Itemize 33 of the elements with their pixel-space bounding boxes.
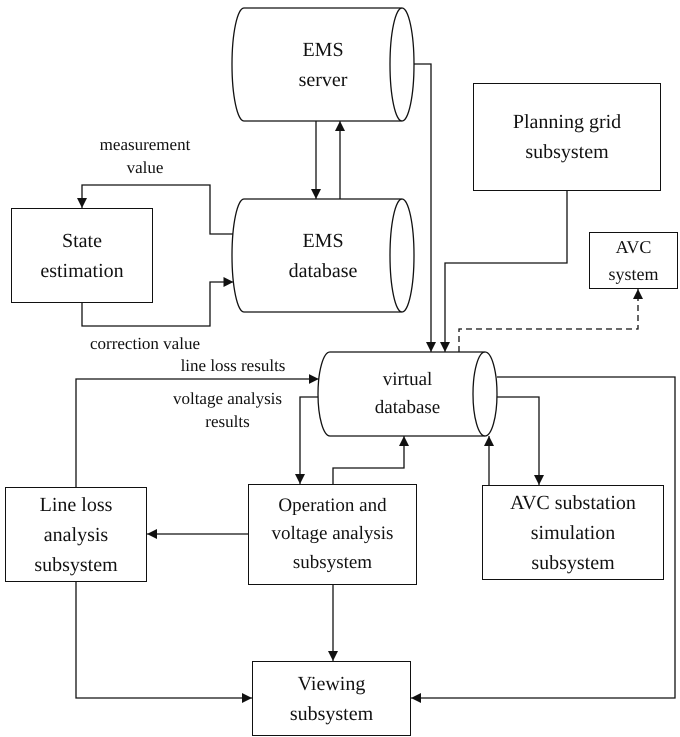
arrow <box>77 184 233 235</box>
process-box <box>473 83 661 191</box>
node-label: EMS database <box>288 228 358 284</box>
arrow <box>81 277 234 327</box>
node-label: State estimation <box>39 228 125 284</box>
process-box <box>252 661 411 736</box>
arrow <box>497 396 544 485</box>
arrow <box>335 121 345 199</box>
arrow <box>414 63 436 352</box>
node-label: AVC substation simulation subsystem <box>509 490 637 576</box>
process-box <box>482 485 664 580</box>
arrow <box>458 289 643 352</box>
node-label: Viewing subsystem <box>288 672 374 726</box>
arrow <box>311 121 321 199</box>
arrow <box>328 585 338 661</box>
arrow <box>75 374 319 487</box>
node-label: virtual database <box>374 368 442 420</box>
arrow <box>484 436 494 485</box>
arrow <box>295 396 318 484</box>
process-box <box>5 487 147 582</box>
node-label: EMS server <box>298 38 348 92</box>
process-box <box>589 232 678 289</box>
node-label: Planning grid subsystem <box>512 110 622 165</box>
process-box <box>248 484 417 585</box>
node-label: AVC system <box>607 236 660 286</box>
arrow <box>147 529 248 539</box>
arrow <box>440 191 568 352</box>
arrow <box>411 376 676 703</box>
node-label: Line loss analysis subsystem <box>33 492 119 578</box>
process-box <box>11 208 153 303</box>
node-label: Operation and voltage analysis subsystem <box>270 494 394 575</box>
arrow <box>75 582 252 703</box>
arrow <box>332 436 409 484</box>
